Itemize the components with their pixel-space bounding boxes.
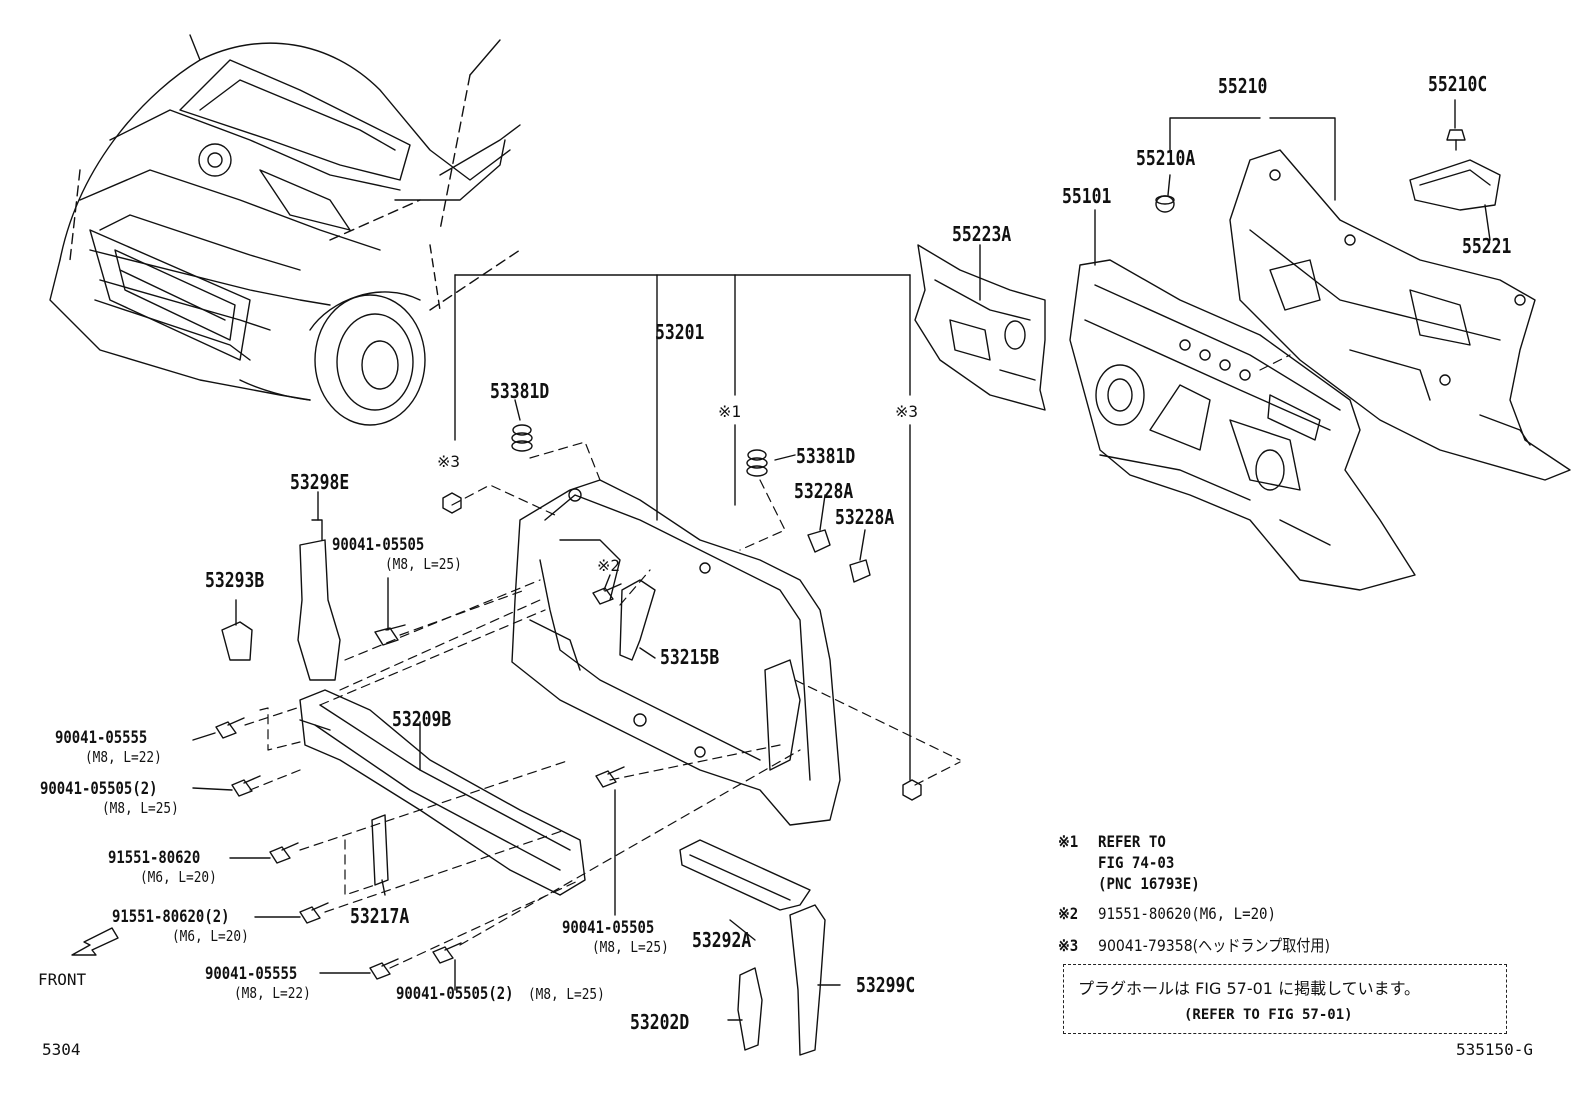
part-label-53293B: 53293B xyxy=(205,568,265,592)
note-1-line-3: (PNC 16793E) xyxy=(1098,874,1200,893)
plug-hole-note-jp: プラグホールは FIG 57-01 に掲載しています。 xyxy=(1078,979,1420,998)
part-label-53228A-b: 53228A xyxy=(835,505,895,529)
clip-55210C xyxy=(1446,129,1466,151)
guide-53293B xyxy=(221,621,253,661)
vehicle-overview-illustration xyxy=(49,34,521,426)
plug-hole-note-box: プラグホールは FIG 57-01 に掲載しています。 (REFER TO FI… xyxy=(1063,964,1507,1034)
fastener-label: 90041-05555 xyxy=(205,964,298,984)
note-1-mark: ※1 xyxy=(1058,832,1079,851)
fastener-label: 90041-05505 xyxy=(332,535,425,555)
stopper-53381D-a xyxy=(511,424,533,452)
dash-panel-55101 xyxy=(1069,259,1416,591)
front-label: FRONT xyxy=(38,970,87,989)
note-3-mark: ※3 xyxy=(1058,936,1079,955)
part-label-55223A: 55223A xyxy=(952,222,1012,246)
part-label-53381D-b: 53381D xyxy=(796,444,856,468)
callout-mark-2: ※2 xyxy=(597,556,621,575)
part-label-53215B: 53215B xyxy=(660,645,720,669)
front-arrow-icon xyxy=(71,927,119,956)
fastener-spec: (M8, L=25) xyxy=(592,938,669,956)
fastener-label: 91551-80620 xyxy=(108,848,201,868)
part-label-53228A-a: 53228A xyxy=(794,479,854,503)
part-label-53209B: 53209B xyxy=(392,707,452,731)
part-label-55101: 55101 xyxy=(1062,184,1112,208)
fastener-spec: (M8, L=22) xyxy=(234,984,311,1002)
clip-53228A-b xyxy=(849,559,871,583)
fastener-spec: (M6, L=20) xyxy=(140,868,217,886)
part-label-55221: 55221 xyxy=(1462,234,1512,258)
part-label-55210: 55210 xyxy=(1218,74,1268,98)
part-label-55210C: 55210C xyxy=(1428,72,1488,96)
insulator-55221 xyxy=(1409,159,1501,211)
dash-insulator-55210 xyxy=(1229,149,1571,481)
part-label-53217A: 53217A xyxy=(350,904,410,928)
figure-code: 535150-G xyxy=(1456,1040,1534,1059)
stopper-53381D-b xyxy=(746,449,768,477)
fastener-label: 90041-05505(2) xyxy=(396,984,514,1004)
fastener-spec: (M6, L=20) xyxy=(172,927,249,945)
callout-mark-3: ※3 xyxy=(437,452,461,471)
note-2-text: 91551-80620(M6, L=20) xyxy=(1098,904,1277,923)
plug-55210A xyxy=(1155,195,1175,213)
fastener-spec: (M8, L=22) xyxy=(85,748,162,766)
radiator-support-53201 xyxy=(511,479,841,826)
part-label-55210A: 55210A xyxy=(1136,146,1196,170)
duct-53202D xyxy=(737,967,763,1051)
brace-53215B xyxy=(619,579,656,661)
note-1-line-1: REFER TO xyxy=(1098,832,1166,851)
part-label-53292A: 53292A xyxy=(692,928,752,952)
note-2-mark: ※2 xyxy=(1058,904,1079,923)
part-label-53298E: 53298E xyxy=(290,470,350,494)
note-1-line-2: FIG 74-03 xyxy=(1098,853,1175,872)
assembly-lines xyxy=(244,354,1291,969)
fastener-spec: (M8, L=25) xyxy=(385,555,462,573)
part-label-53381D-a: 53381D xyxy=(490,379,550,403)
page-number: 5304 xyxy=(42,1040,81,1059)
fastener-label: 90041-05505 xyxy=(562,918,655,938)
fastener-label: 90041-05555 xyxy=(55,728,148,748)
fastener-label: 91551-80620(2) xyxy=(112,907,230,927)
callout-mark-1: ※1 xyxy=(718,402,742,421)
fastener-label: 90041-05505(2) xyxy=(40,779,158,799)
duct-53299C xyxy=(789,904,826,1056)
clip-53228A-a xyxy=(807,529,831,553)
part-label-53299C: 53299C xyxy=(856,973,916,997)
part-label-53202D: 53202D xyxy=(630,1010,690,1034)
fastener-spec: (M8, L=25) xyxy=(528,985,605,1003)
fastener-spec: (M8, L=25) xyxy=(102,799,179,817)
part-label-53201: 53201 xyxy=(655,320,705,344)
bracket-53298E xyxy=(297,519,341,681)
brace-53217A xyxy=(371,814,389,886)
silencer-55223A xyxy=(914,244,1046,411)
plug-hole-note-en: (REFER TO FIG 57-01) xyxy=(1184,1007,1353,1023)
leader-lines xyxy=(192,99,1491,1021)
note-3-text: 90041-79358(ヘッドランプ取付用) xyxy=(1098,936,1330,955)
bolt-icons xyxy=(215,492,922,980)
seal-53292A xyxy=(679,839,811,911)
callout-mark-3: ※3 xyxy=(895,402,919,421)
